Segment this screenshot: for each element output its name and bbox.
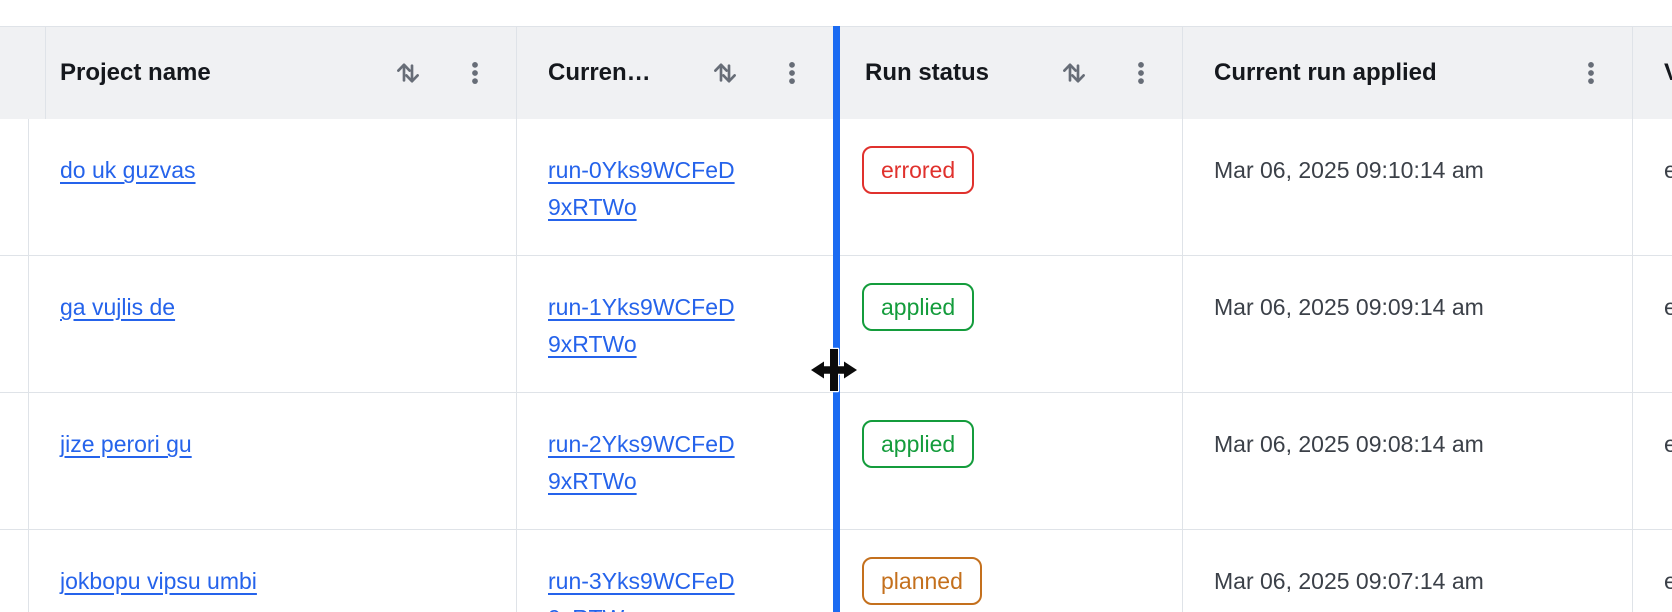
run-status-cell: planned — [834, 530, 1183, 612]
project-link[interactable]: do uk guzvas — [60, 157, 196, 183]
column-label-run-status: Run status — [865, 59, 990, 86]
project-name-cell: jize perori gu — [29, 393, 517, 530]
current-run-applied-cell: Mar 06, 2025 09:09:14 am — [1183, 256, 1633, 393]
header-cell-current-run-applied: Current run applied — [1183, 27, 1633, 119]
row-stub-cell — [0, 119, 29, 256]
run-status-cell: applied — [834, 393, 1183, 530]
kebab-menu-icon[interactable] — [460, 58, 490, 88]
header-cell-project-name: Project name — [29, 27, 517, 119]
row-stub-cell — [0, 393, 29, 530]
header-cell-current-run: Curren… — [517, 27, 834, 119]
run-link[interactable]: run-3Yks9WCFeD9xRTWo — [548, 568, 735, 612]
project-link[interactable]: ga vujlis de — [60, 294, 176, 320]
next-column-cell: e — [1633, 530, 1672, 612]
run-status-cell: applied — [834, 256, 1183, 393]
next-column-cell: e — [1633, 256, 1672, 393]
next-column-cell: e — [1633, 393, 1672, 530]
kebab-menu-icon[interactable] — [1576, 58, 1606, 88]
row-stub-cell — [0, 256, 29, 393]
project-link[interactable]: jokbopu vipsu umbi — [60, 568, 257, 594]
column-label-current-run-applied: Current run applied — [1214, 59, 1437, 86]
row-stub-cell — [0, 530, 29, 612]
kebab-menu-icon[interactable] — [777, 58, 807, 88]
project-link[interactable]: jize perori gu — [60, 431, 192, 457]
header-cell-next-column: V — [1633, 27, 1672, 119]
sort-arrows-icon[interactable] — [392, 57, 424, 89]
project-name-cell: ga vujlis de — [29, 256, 517, 393]
header-cell-run-status: Run status — [834, 27, 1183, 119]
column-label-current-run: Curren… — [548, 59, 651, 86]
column-label-project-name: Project name — [60, 59, 211, 86]
current-run-applied-cell: Mar 06, 2025 09:07:14 am — [1183, 530, 1633, 612]
col-resize-cursor — [810, 347, 858, 393]
project-name-cell: jokbopu vipsu umbi — [29, 530, 517, 612]
kebab-menu-icon[interactable] — [1126, 58, 1156, 88]
header-cell-stub — [0, 27, 46, 119]
current-run-cell: run-3Yks9WCFeD9xRTWo — [517, 530, 834, 612]
run-status-badge: errored — [862, 146, 975, 194]
run-status-badge: applied — [862, 283, 975, 331]
run-status-cell: errored — [834, 119, 1183, 256]
current-run-applied-cell: Mar 06, 2025 09:10:14 am — [1183, 119, 1633, 256]
column-label-next-column: V — [1664, 59, 1672, 87]
column-resize-handle[interactable] — [833, 26, 840, 612]
current-run-applied-cell: Mar 06, 2025 09:08:14 am — [1183, 393, 1633, 530]
run-status-badge: applied — [862, 420, 975, 468]
sort-arrows-icon[interactable] — [709, 57, 741, 89]
run-status-badge: planned — [862, 557, 982, 605]
sort-arrows-icon[interactable] — [1058, 57, 1090, 89]
next-column-cell: e — [1633, 119, 1672, 256]
project-name-cell: do uk guzvas — [29, 119, 517, 256]
